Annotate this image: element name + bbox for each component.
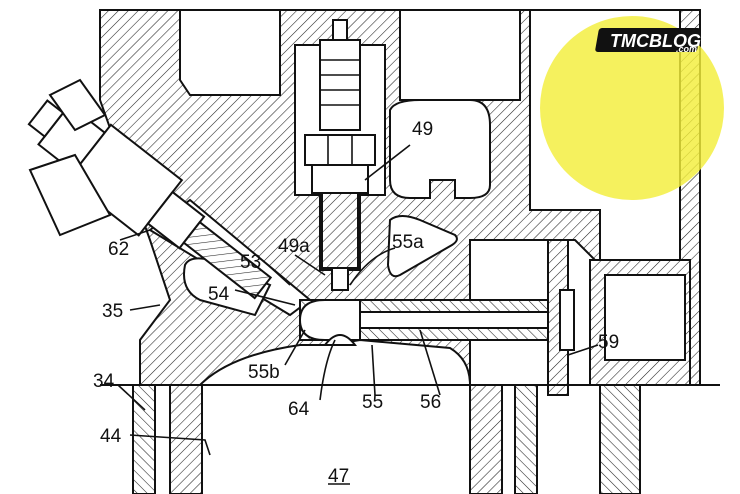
label-55: 55 (362, 392, 383, 413)
label-64: 64 (288, 399, 310, 420)
leader-lines (117, 144, 599, 485)
label-34: 34 (93, 371, 115, 392)
combustion-chamber (197, 338, 472, 386)
label-44: 44 (100, 426, 122, 447)
label-35: 35 (102, 301, 123, 322)
logo-domain: .com (676, 44, 697, 54)
cylinder-wall-left-outer (132, 384, 156, 494)
upper-cavity-left (179, 9, 281, 96)
block-right (599, 384, 641, 494)
label-49a: 49a (278, 236, 310, 257)
highlight-circle (540, 16, 724, 200)
passage-55a (386, 215, 458, 278)
coolant-passage-49 (389, 99, 491, 199)
tube-bore (359, 311, 561, 329)
cylinder-wall-right-outer (514, 384, 538, 494)
cylinder-liner-right (469, 384, 503, 494)
label-47: 47 (328, 466, 349, 487)
logo-brand: TMCBLOG (610, 31, 701, 51)
flange-slot (559, 289, 575, 351)
fuel-injector (27, 99, 273, 300)
label-54: 54 (208, 284, 230, 305)
connector-62 (28, 78, 112, 237)
spark-plug (304, 19, 376, 291)
tube-tip (298, 299, 361, 341)
site-logo: TMCBLOG .com (595, 28, 701, 54)
label-55b: 55b (248, 362, 280, 383)
label-49: 49 (412, 119, 433, 140)
upper-cavity-right (399, 9, 521, 101)
label-62: 62 (108, 239, 129, 260)
label-53: 53 (240, 252, 261, 273)
passage-54 (183, 257, 272, 317)
label-59: 59 (598, 332, 619, 353)
right-port (604, 274, 686, 361)
label-55a: 55a (392, 232, 424, 253)
label-56: 56 (420, 392, 441, 413)
tip-chamber-64 (322, 334, 358, 346)
